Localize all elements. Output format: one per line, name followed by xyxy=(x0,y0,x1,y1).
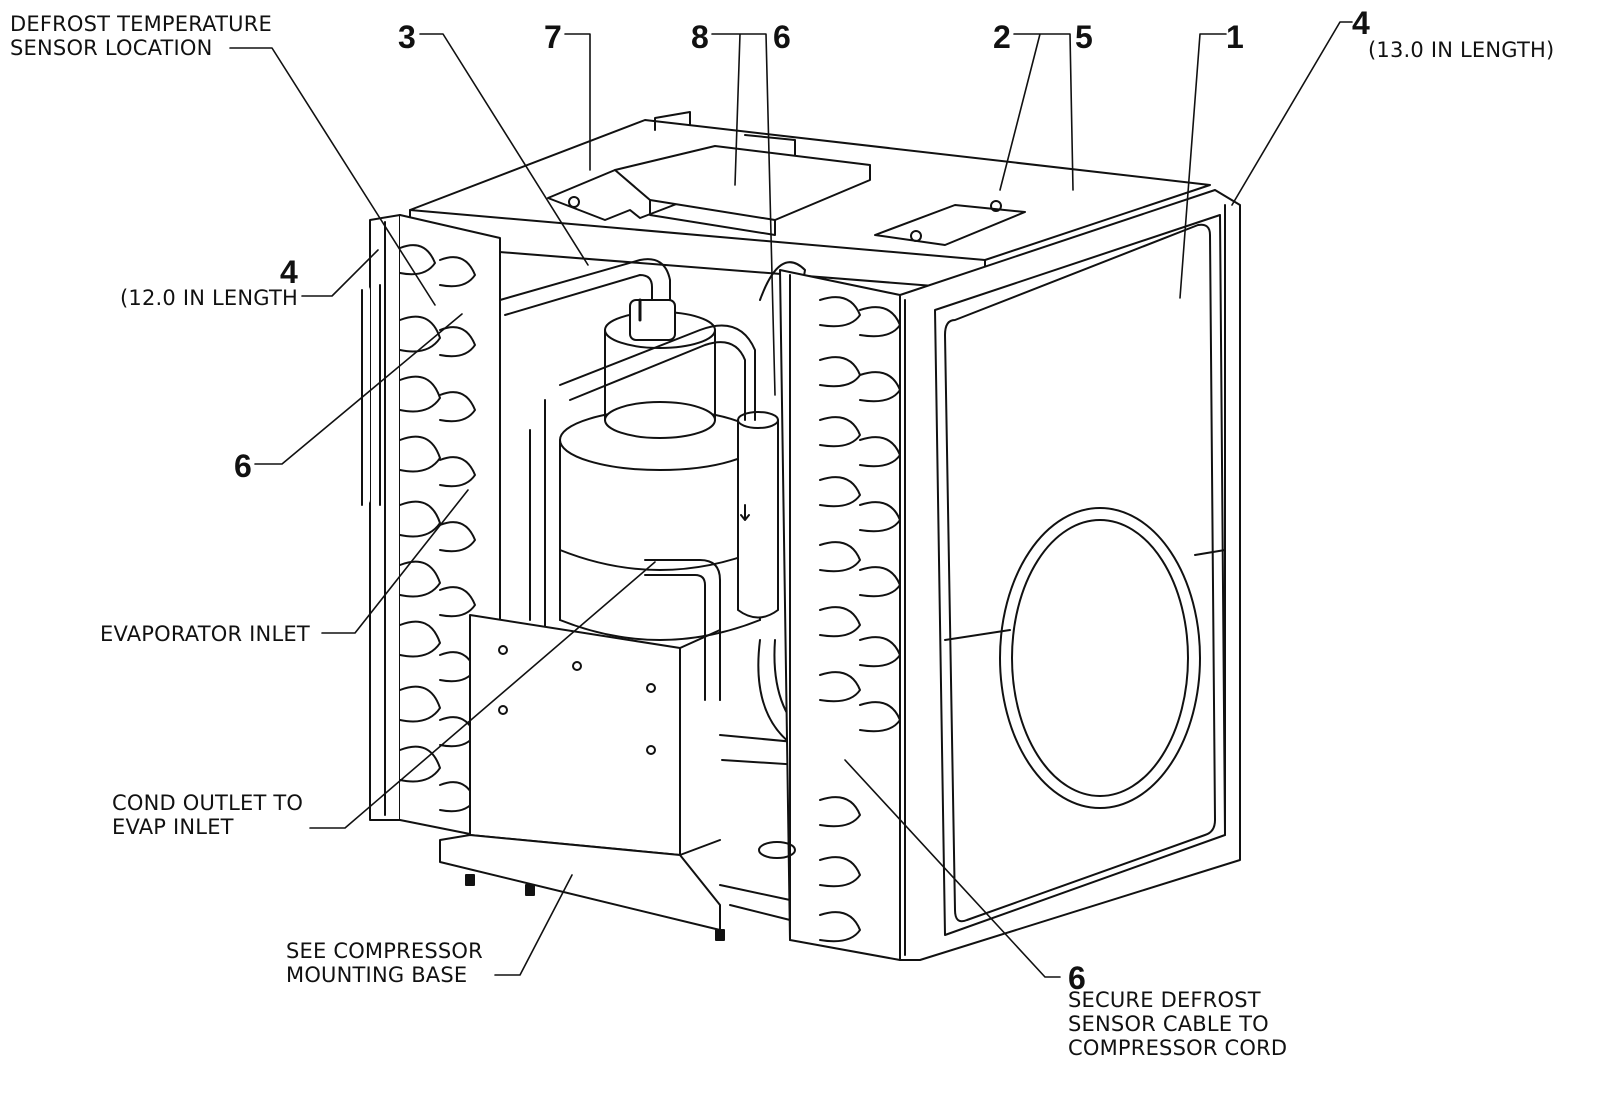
callout-6-top: 6 xyxy=(773,19,791,55)
leader-8-6 xyxy=(711,33,776,396)
leader-defrost-sensor xyxy=(229,47,436,306)
label-cond-outlet: COND OUTLET TO EVAP INLET xyxy=(112,791,304,839)
label-length-12: (12.0 IN LENGTH xyxy=(120,286,299,310)
callout-4-left: 4 xyxy=(280,254,298,290)
leader-4-left xyxy=(301,249,379,297)
leader-compressor-base xyxy=(494,874,573,976)
leader-6-bottom xyxy=(844,759,1061,978)
leader-6-left xyxy=(254,313,463,465)
bracket-2 xyxy=(874,204,1026,246)
leader-1 xyxy=(1179,33,1227,299)
callout-5: 5 xyxy=(1075,19,1093,55)
callout-6-left: 6 xyxy=(234,448,252,484)
fan-opening xyxy=(999,507,1201,809)
label-secure-cable: SECURE DEFROST SENSOR CABLE TO COMPRESSO… xyxy=(1068,988,1288,1060)
top-frame xyxy=(409,111,1211,291)
callout-8: 8 xyxy=(691,19,709,55)
callout-7: 7 xyxy=(544,19,562,55)
callout-1: 1 xyxy=(1226,19,1244,55)
callout-6-bottom: 6 xyxy=(1068,960,1086,996)
left-coil-bends xyxy=(399,244,476,813)
callout-3: 3 xyxy=(398,19,416,55)
leader-lines xyxy=(229,21,1353,978)
leader-cond-outlet xyxy=(309,561,656,829)
compressor-base xyxy=(439,614,796,941)
fan-shroud xyxy=(899,189,1241,961)
leader-4-right xyxy=(1231,21,1353,206)
leader-2-5 xyxy=(999,33,1074,191)
label-evaporator-inlet: EVAPORATOR INLET xyxy=(100,622,310,646)
accumulator xyxy=(737,411,779,619)
label-length-13: (13.0 IN LENGTH) xyxy=(1368,38,1555,62)
callout-2: 2 xyxy=(993,19,1011,55)
leader-7 xyxy=(564,33,591,171)
right-coil xyxy=(779,269,901,961)
compressor xyxy=(559,298,761,641)
leader-evap-inlet xyxy=(321,489,469,634)
callout-4-right: 4 xyxy=(1352,5,1370,41)
leader-3 xyxy=(419,33,589,266)
label-defrost-sensor-location: DEFROST TEMPERATURE SENSOR LOCATION xyxy=(10,12,272,60)
label-compressor-base: SEE COMPRESSOR MOUNTING BASE xyxy=(286,939,483,987)
